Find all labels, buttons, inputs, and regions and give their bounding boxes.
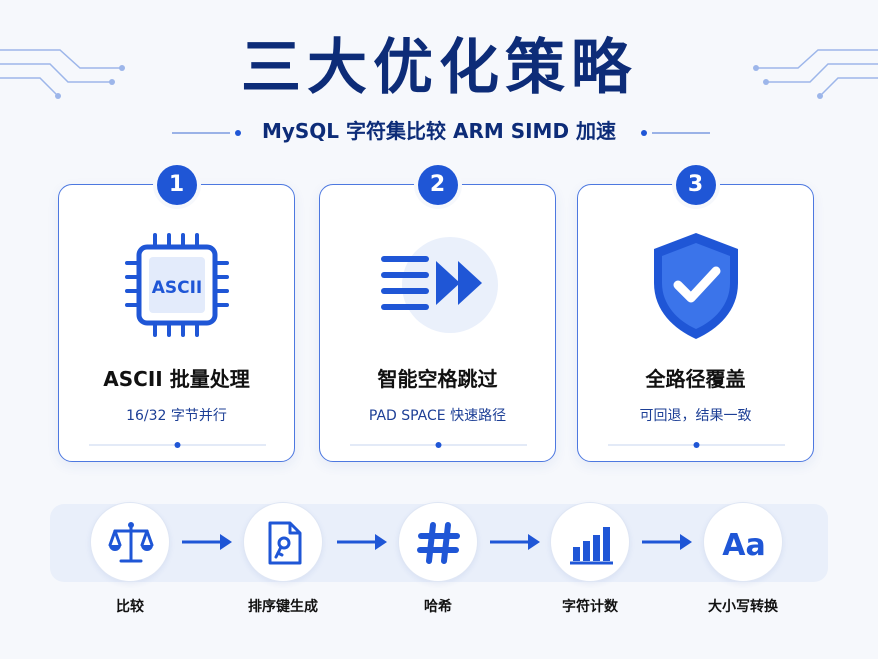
strategy-card-ascii: 1 ASCII ASCII 批量处理 16/32 字节并行 — [58, 165, 295, 462]
card-subtitle: 可回退，结果一致 — [639, 408, 752, 424]
chip-label: ASCII — [151, 278, 202, 298]
strategy-card-full-path: 3 全路径覆盖 可回退，结果一致 — [577, 165, 814, 462]
fast-forward-icon — [380, 237, 498, 333]
card-divider — [89, 442, 266, 448]
card-divider — [608, 442, 785, 448]
flow-step-label: 字符计数 — [562, 599, 618, 615]
flow-step-label: 大小写转换 — [708, 599, 778, 615]
subtitle-line-left — [172, 130, 241, 136]
card-number-badge: 2 — [417, 165, 458, 205]
cpu-chip-icon: ASCII — [124, 233, 229, 337]
page-title: 三大优化策略 — [241, 33, 637, 103]
flow-step-label: 比较 — [116, 599, 144, 615]
hash-icon — [398, 502, 478, 582]
arrow-right-icon — [337, 534, 387, 550]
letter-case-icon: Aa — [703, 502, 783, 582]
card-divider — [350, 442, 527, 448]
document-key-icon — [243, 502, 323, 582]
card-title: ASCII 批量处理 — [103, 367, 250, 391]
arrow-right-icon — [490, 534, 540, 550]
shield-check-icon — [653, 233, 738, 339]
card-subtitle: PAD SPACE 快速路径 — [368, 408, 507, 424]
subtitle-row: MySQL 字符集比较 ARM SIMD 加速 — [0, 116, 878, 146]
card-subtitle: 16/32 字节并行 — [126, 408, 227, 424]
circuit-decoration-right — [753, 49, 878, 99]
circuit-decoration-left — [0, 49, 125, 99]
page-subtitle: MySQL 字符集比较 ARM SIMD 加速 — [261, 119, 617, 143]
arrow-right-icon — [182, 534, 232, 550]
bar-chart-icon — [550, 502, 630, 582]
letter-case-glyph: Aa — [722, 528, 765, 563]
strategy-card-pad-space: 2 智能空格跳过 PAD SPACE 快速路径 — [319, 165, 556, 462]
flow-step-label: 排序键生成 — [248, 599, 318, 615]
card-number-badge: 1 — [156, 165, 197, 205]
card-number-badge: 3 — [675, 165, 716, 205]
card-title: 智能空格跳过 — [377, 367, 498, 391]
flow-step-label: 哈希 — [424, 599, 452, 615]
subtitle-line-right — [641, 130, 710, 136]
balance-scale-icon — [90, 502, 170, 582]
arrow-right-icon — [642, 534, 692, 550]
card-title: 全路径覆盖 — [645, 367, 746, 391]
